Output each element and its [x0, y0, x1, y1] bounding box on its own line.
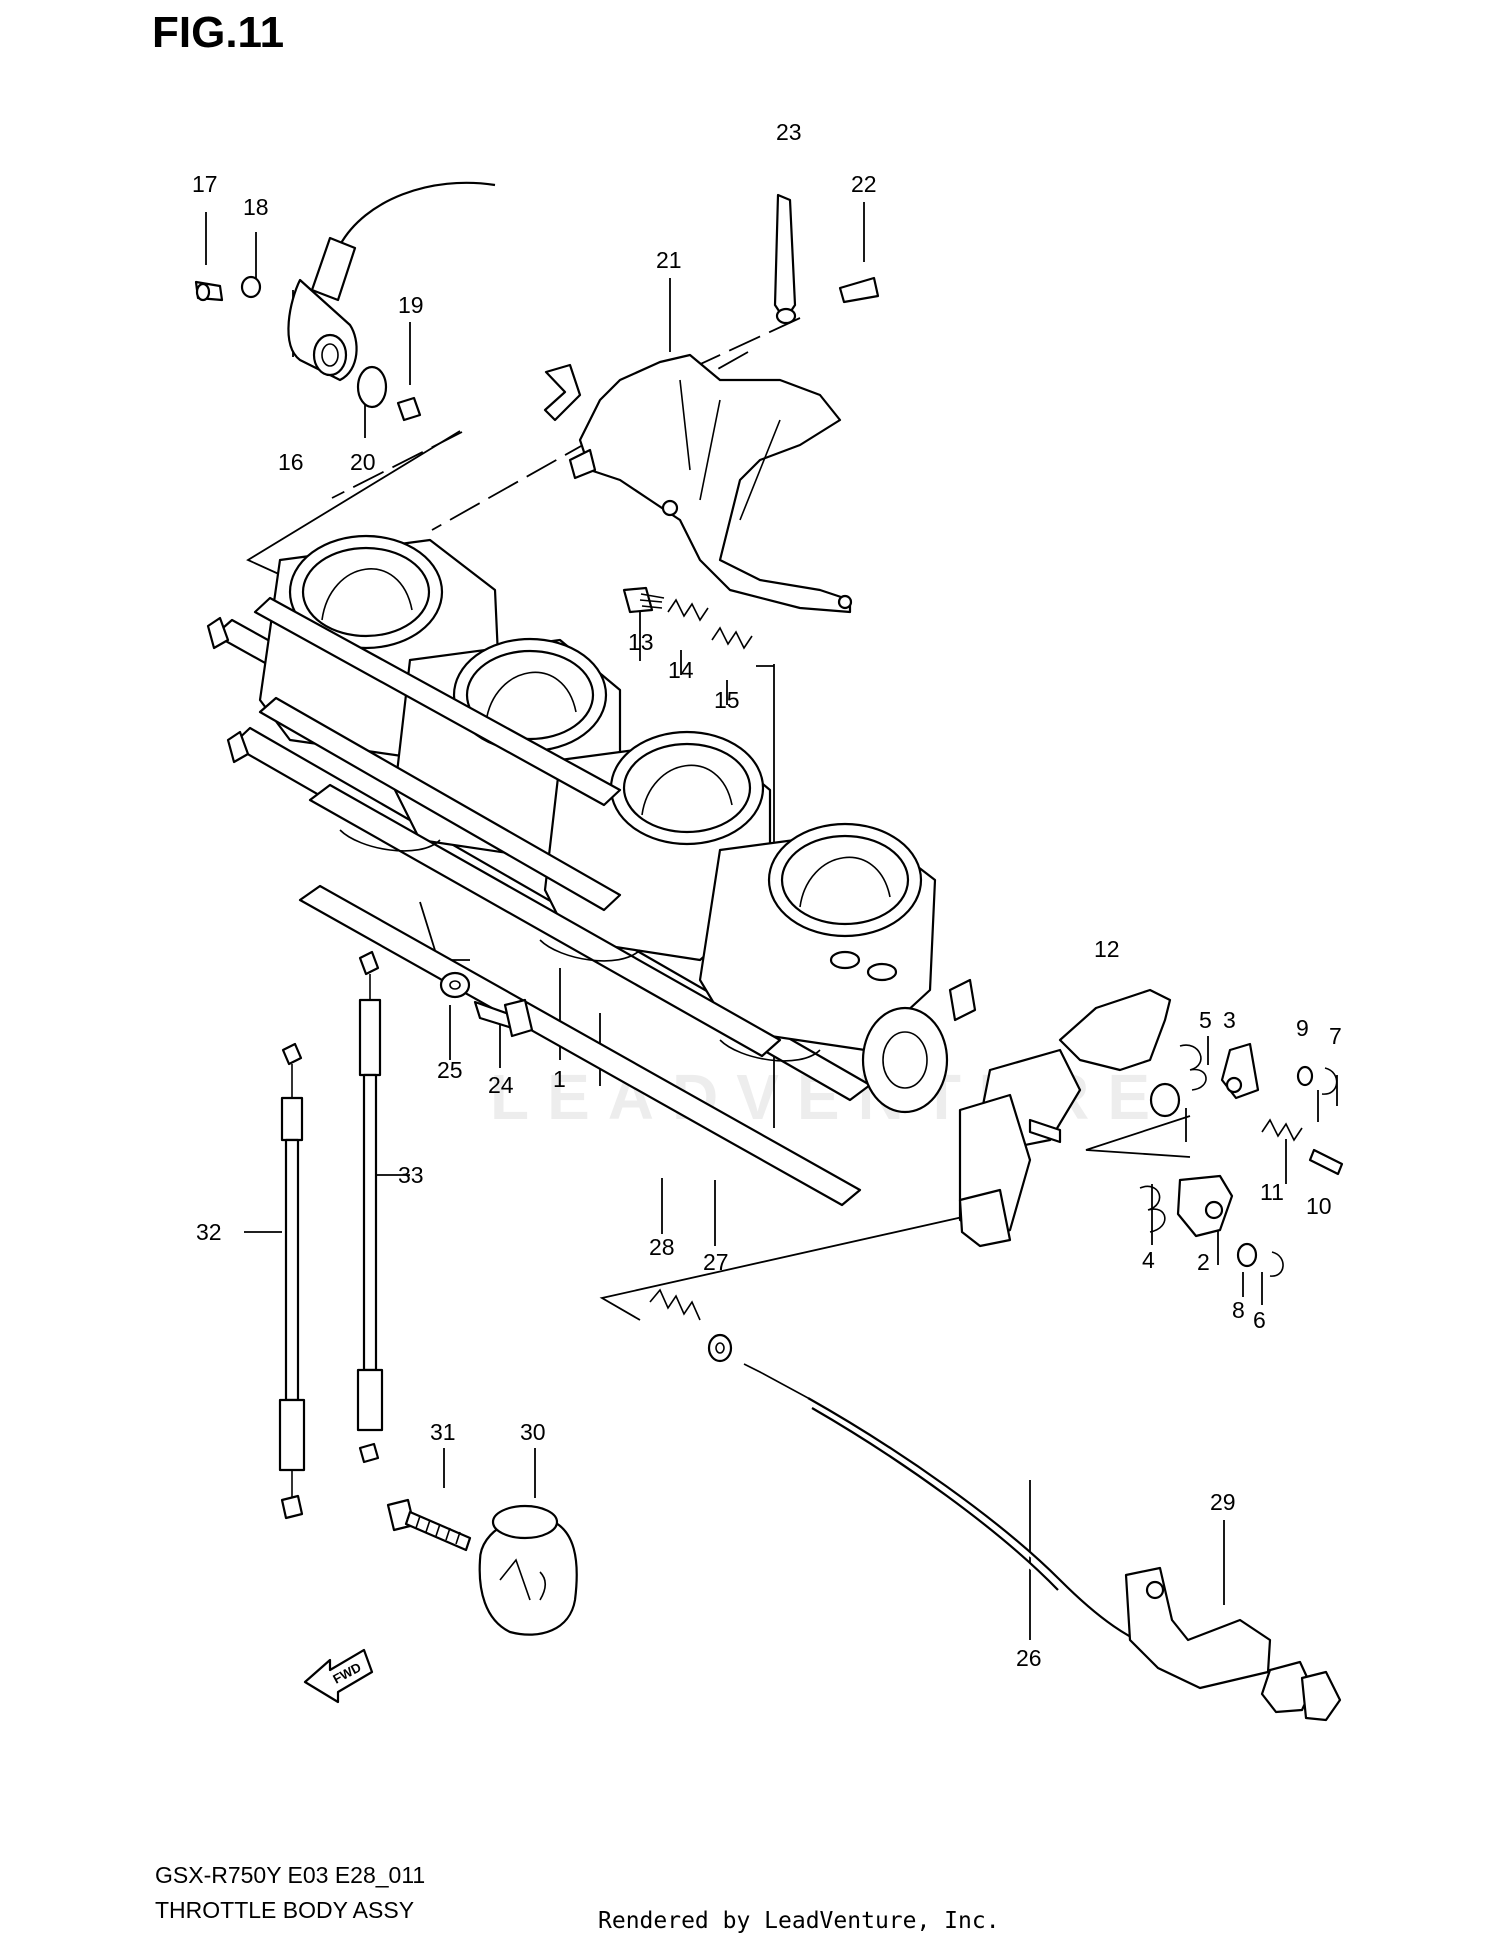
figure-title: FIG.11 — [152, 8, 285, 57]
cable-bracket-29 — [1124, 1566, 1342, 1722]
lever-3 — [1220, 1042, 1260, 1100]
callout-19: 19 — [398, 292, 424, 318]
fwd-arrow-icon: FWD — [303, 1648, 374, 1704]
callout-16: 16 — [278, 449, 304, 475]
callout-numbers: 1 2 3 4 5 6 7 8 9 10 11 12 13 14 15 16 1… — [192, 119, 1342, 1671]
idle-screw-group — [622, 586, 753, 650]
model-code: GSX-R750Y E03 E28_011 — [155, 1862, 426, 1888]
callout-25: 25 — [437, 1057, 463, 1083]
callout-14: 14 — [668, 657, 694, 683]
callout-9: 9 — [1296, 1015, 1309, 1041]
washer-27 — [707, 1333, 733, 1363]
callout-23: 23 — [776, 119, 802, 145]
throttle-body-assembly — [206, 534, 977, 1207]
callout-8: 8 — [1232, 1297, 1245, 1323]
callout-28: 28 — [649, 1234, 675, 1260]
callout-11: 11 — [1260, 1179, 1284, 1205]
throttle-cable-33 — [356, 950, 384, 1464]
callout-6: 6 — [1253, 1307, 1266, 1333]
throttle-position-sensor — [194, 181, 496, 422]
spring-4 — [1139, 1185, 1166, 1233]
rendered-by-credit: Rendered by LeadVenture, Inc. — [598, 1908, 1000, 1934]
callout-32: 32 — [196, 1219, 222, 1245]
idle-adjust-knob-30 — [478, 1504, 578, 1636]
intake-bore-3 — [609, 730, 765, 846]
small-washers-clips — [1236, 1065, 1344, 1277]
intake-bore-1 — [288, 534, 444, 650]
callout-24: 24 — [488, 1072, 514, 1098]
bolt-31 — [386, 1498, 472, 1552]
callout-12: 12 — [1094, 936, 1120, 962]
spring-28 — [649, 1288, 701, 1321]
assembly-name: THROTTLE BODY ASSY — [155, 1897, 415, 1923]
throttle-body-bracket — [543, 193, 880, 614]
callout-7: 7 — [1329, 1023, 1342, 1049]
throttle-cable-32 — [278, 1042, 306, 1520]
callout-18: 18 — [243, 194, 269, 220]
callout-3: 3 — [1223, 1007, 1236, 1033]
idle-cable-26 — [743, 1363, 1161, 1652]
lever-2 — [1176, 1174, 1234, 1238]
callout-31: 31 — [430, 1419, 456, 1445]
callout-22: 22 — [851, 171, 877, 197]
callout-26: 26 — [1016, 1645, 1042, 1671]
intake-bore-4 — [767, 822, 923, 938]
callout-15: 15 — [714, 687, 740, 713]
callout-2: 2 — [1197, 1249, 1210, 1275]
callout-29: 29 — [1210, 1489, 1236, 1515]
callout-30: 30 — [520, 1419, 546, 1445]
callout-27: 27 — [703, 1249, 729, 1275]
callout-20: 20 — [350, 449, 376, 475]
callout-10: 10 — [1306, 1193, 1332, 1219]
callout-13: 13 — [628, 629, 654, 655]
callout-33: 33 — [398, 1162, 424, 1188]
callout-5: 5 — [1199, 1007, 1212, 1033]
callout-1: 1 — [553, 1066, 566, 1092]
callout-4: 4 — [1142, 1247, 1155, 1273]
callout-17: 17 — [192, 171, 218, 197]
return-spring-5 — [1179, 1044, 1207, 1091]
callout-21: 21 — [656, 247, 682, 273]
throttle-lever-assembly — [958, 988, 1181, 1248]
bolt-washer-group — [439, 971, 534, 1038]
